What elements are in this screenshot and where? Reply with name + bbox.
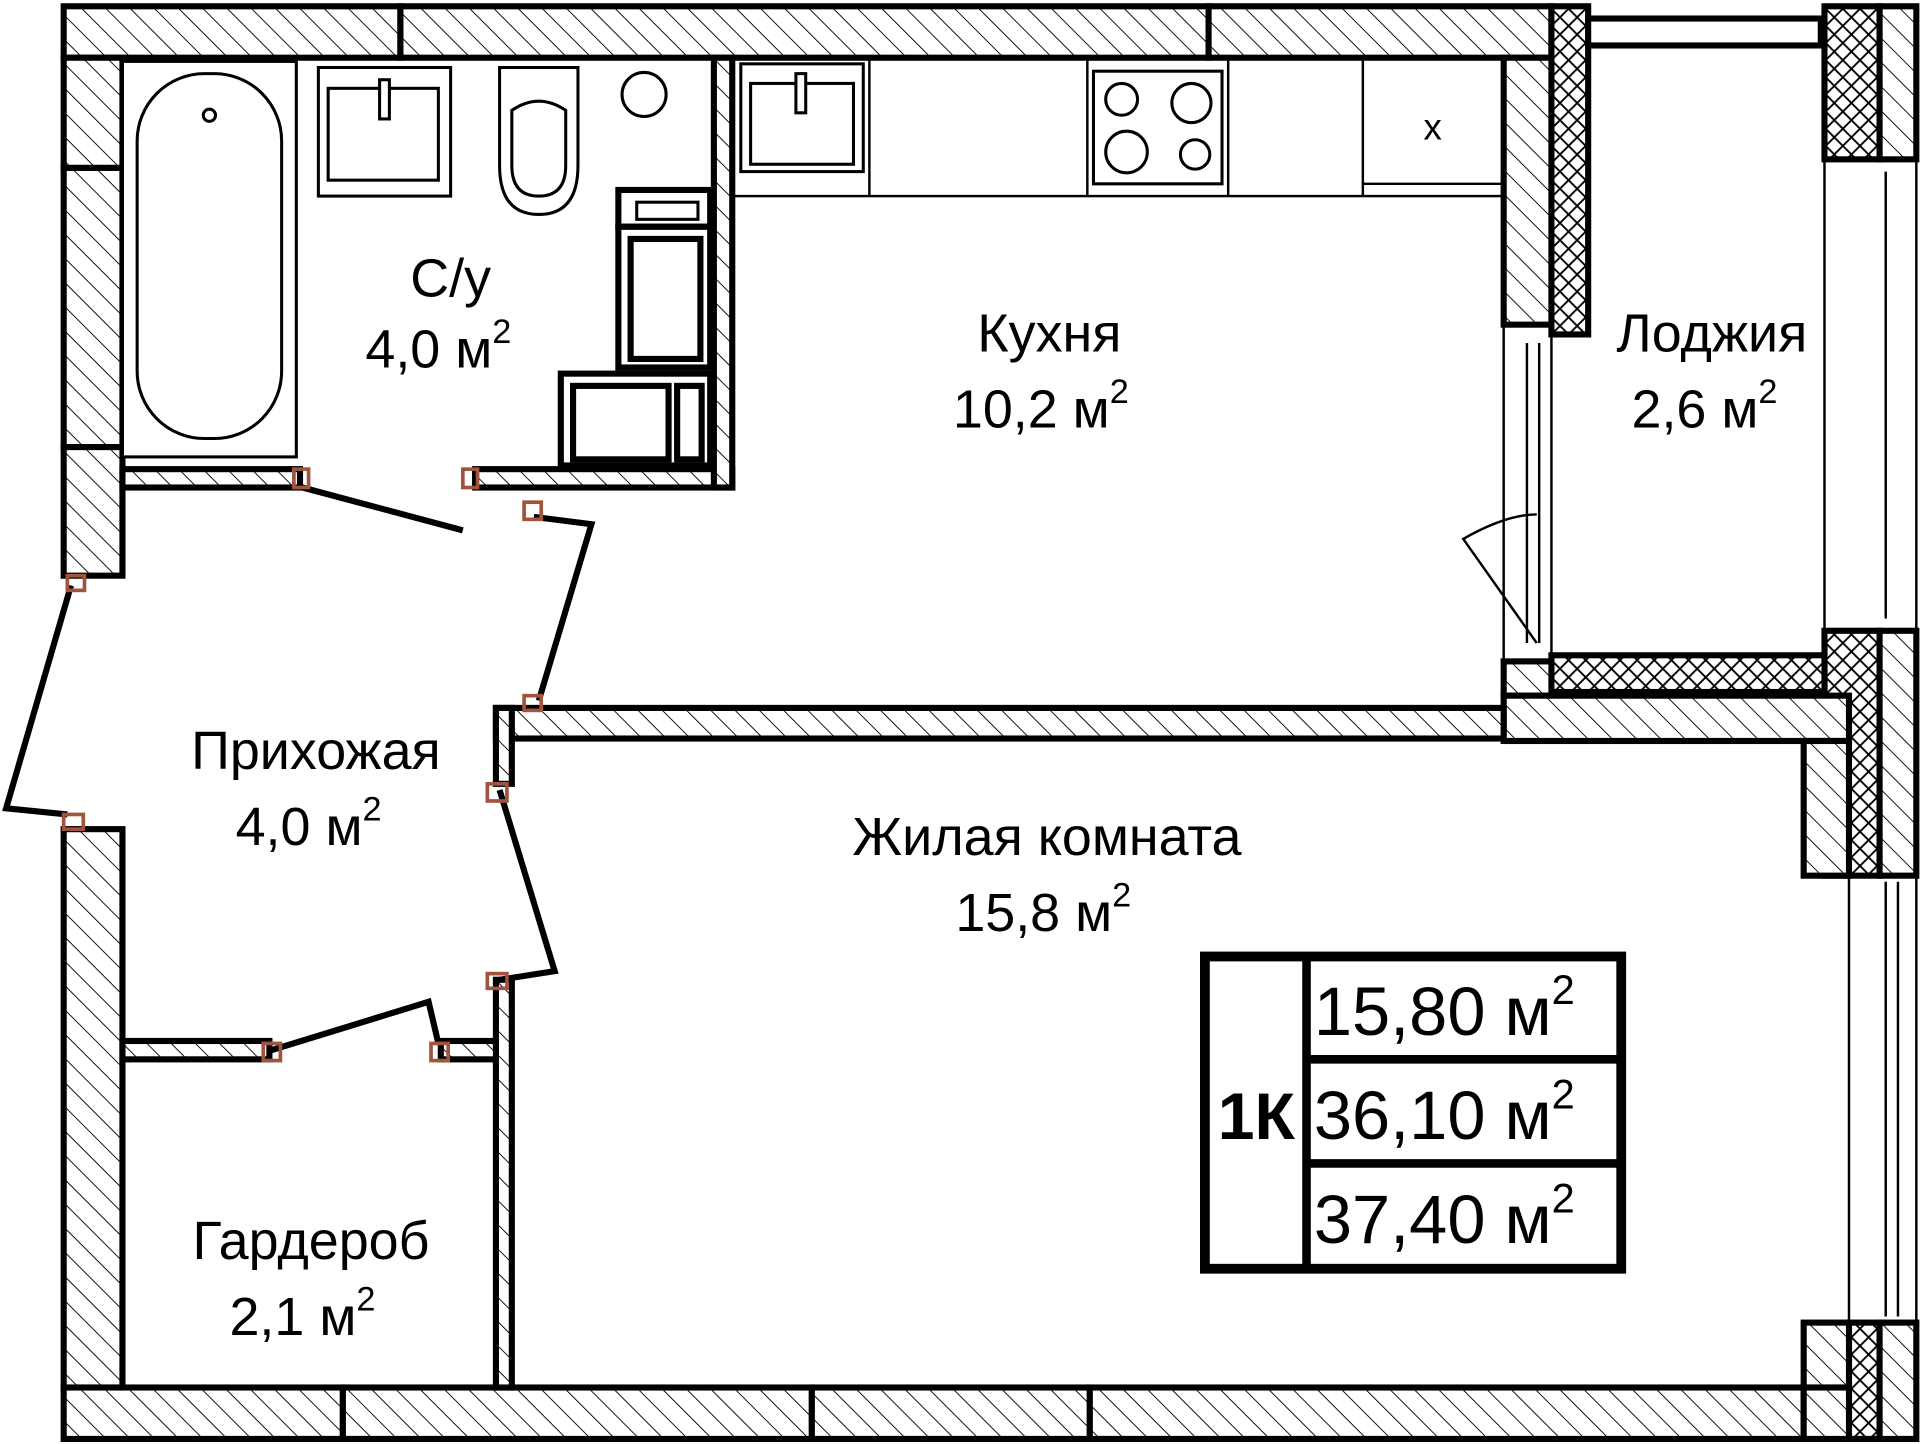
kitchen-mark: x (1423, 107, 1441, 148)
bathroom-sink (316, 65, 453, 198)
doors (2, 467, 1538, 1063)
room-name-wardrobe: Гардероб (193, 1211, 430, 1271)
total-area-with-loggia-value: 37,40 м2 (1314, 1174, 1575, 1258)
room-labels: С/у 4,0 м2 Кухня 10,2 м2 Лоджия 2,6 м2 П… (191, 248, 1807, 1346)
walls (60, 3, 1920, 1442)
apartment-type: 1К (1218, 1080, 1296, 1154)
room-area-kitchen: 10,2 м2 (953, 373, 1129, 439)
room-name-kitchen: Кухня (977, 304, 1121, 364)
total-area-value: 36,10 м2 (1314, 1070, 1575, 1154)
room-name-hallway: Прихожая (191, 721, 441, 781)
room-area-wardrobe: 2,1 м2 (229, 1280, 375, 1346)
area-summary-table: 1К 15,80 м2 36,10 м2 37,40 м2 (1200, 951, 1627, 1274)
room-name-living: Жилая комната (852, 807, 1241, 867)
room-name-bathroom: С/у (410, 248, 491, 308)
kitchen-counter: x (731, 56, 1505, 198)
room-name-loggia: Лоджия (1616, 304, 1807, 364)
bathroom-cabinets (557, 186, 714, 469)
living-area-value: 15,80 м2 (1314, 966, 1575, 1050)
toilet (498, 65, 668, 216)
room-area-hallway: 4,0 м2 (236, 791, 382, 857)
room-area-bathroom: 4,0 м2 (365, 313, 511, 379)
room-area-living: 15,8 м2 (955, 876, 1131, 942)
room-area-loggia: 2,6 м2 (1632, 373, 1778, 439)
bathtub (120, 59, 298, 459)
